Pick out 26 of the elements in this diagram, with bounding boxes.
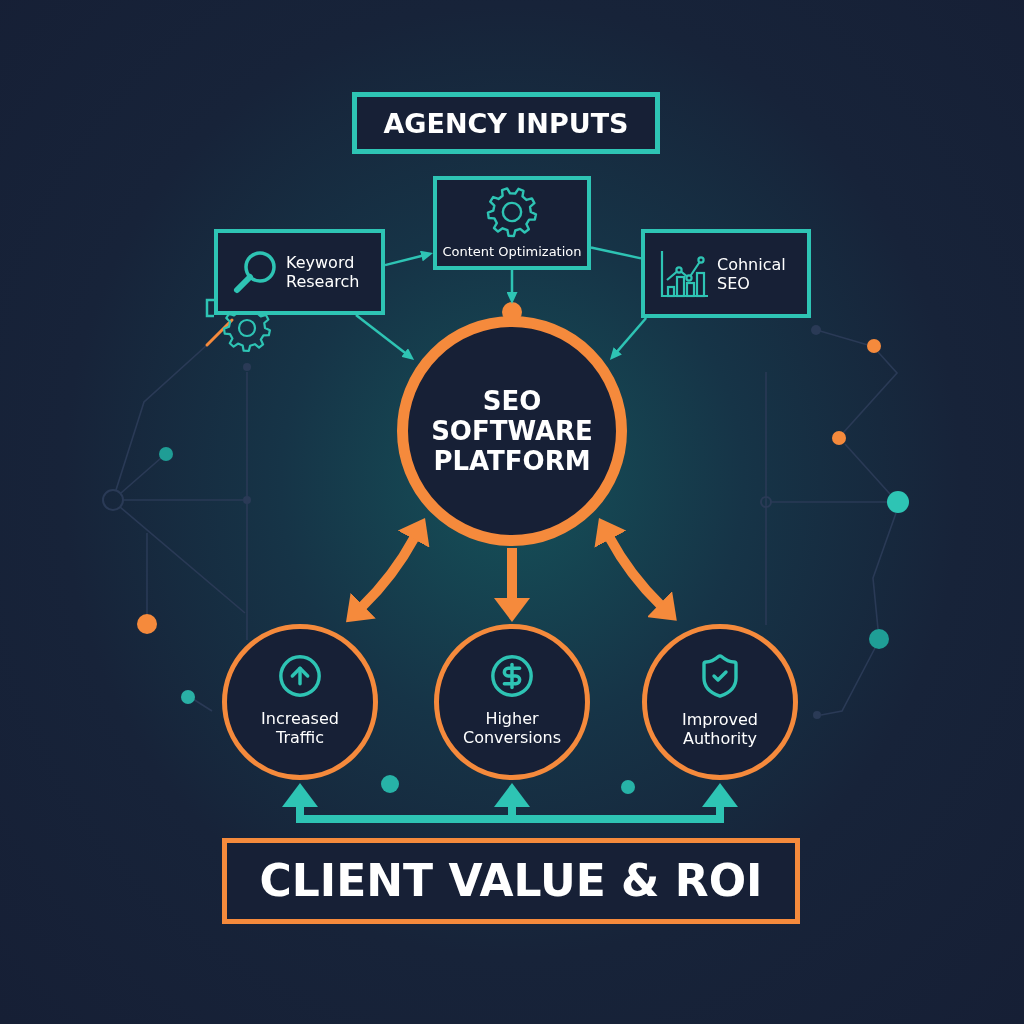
arrow [494,783,530,815]
arrow [609,317,648,360]
arrow [506,270,518,304]
arrow [494,548,530,622]
outcome-label: Higher Conversions [461,709,562,747]
heading-text: AGENCY INPUTS [383,109,629,137]
double-arrow [346,518,430,623]
card-label: Content Optimization [442,244,582,260]
input-card [433,176,591,270]
arrow [702,783,738,815]
input-card [641,229,811,318]
arrow [282,783,318,815]
outcome-label: Improved Authority [681,710,759,748]
card-label: Keyword Research [286,253,361,291]
platform-label: SEO SOFTWARE PLATFORM [430,386,594,476]
arrow [355,314,415,360]
card-label: Cohnical SEO [717,254,787,293]
double-arrow [594,518,677,621]
input-card [214,229,385,315]
connector-line [590,246,642,260]
heading-frame [352,92,660,154]
result-banner [222,838,800,924]
bus-bar [296,815,724,823]
banner-text: CLIENT VALUE & ROI [259,859,763,903]
outcome-label: Increased Traffic [260,709,340,747]
arrow [384,250,433,267]
